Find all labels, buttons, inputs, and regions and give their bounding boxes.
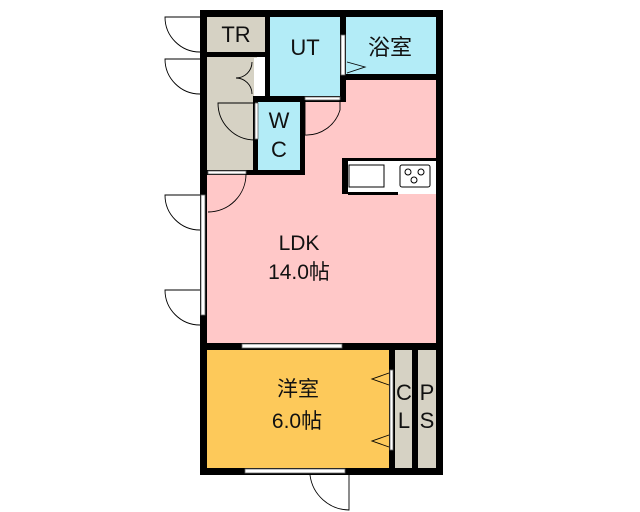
cl-closet (395, 350, 413, 469)
shoe-closet (254, 58, 266, 98)
ps-shaft (418, 350, 437, 469)
ut-room (270, 16, 341, 98)
tr-label: TR (221, 22, 250, 47)
bath-room (346, 16, 437, 75)
ut-label: UT (290, 35, 319, 60)
ldk-size: 14.0帖 (268, 261, 330, 284)
bath-label: 浴室 (368, 35, 412, 60)
hallway (207, 57, 257, 170)
tr-room (207, 16, 267, 53)
ldk-label: LDK (279, 232, 320, 255)
ldk-room (207, 174, 437, 344)
ps-label-1: P (420, 380, 435, 405)
wc-room (258, 102, 301, 170)
cl-label-1: C (396, 380, 412, 405)
windows (200, 34, 394, 474)
ps-label-2: S (420, 408, 435, 433)
western-label: 洋室 (277, 378, 319, 401)
sink-icon (348, 164, 385, 188)
stove-icon (399, 164, 431, 188)
wc-label-1: W (269, 108, 290, 133)
western-room (207, 350, 390, 469)
door-swings (164, 16, 390, 511)
western-size: 6.0帖 (272, 410, 322, 433)
wc-label-2: C (271, 137, 287, 162)
cl-label-2: L (398, 408, 410, 433)
kitchen-counter (342, 158, 437, 195)
